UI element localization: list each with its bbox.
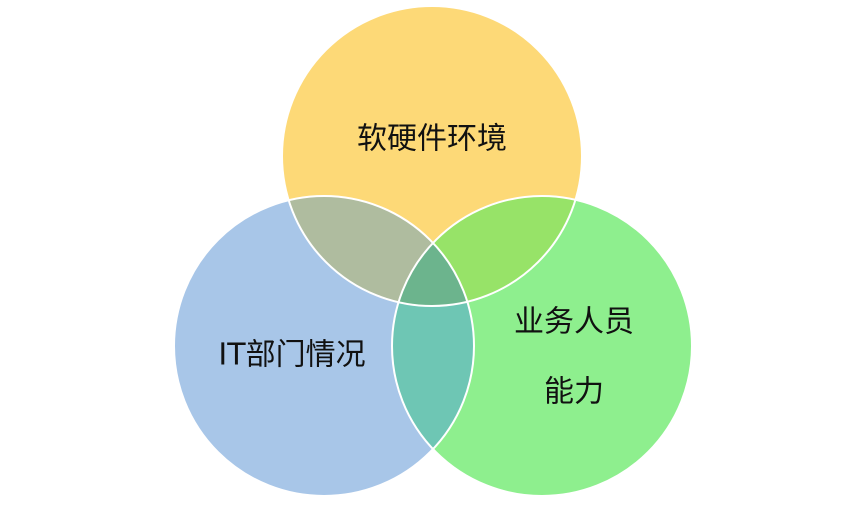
overlap-top-left <box>282 196 474 306</box>
overlap-top-right <box>392 196 582 306</box>
overlap-top-left-group <box>282 196 474 306</box>
circle-outlines <box>173 5 693 497</box>
label-right-line1: 业务人员 <box>514 305 634 340</box>
outline-left <box>173 195 475 497</box>
overlap-top-right-group <box>392 196 582 306</box>
label-right-line2: 能力 <box>544 375 604 410</box>
label-left: IT部门情况 <box>218 338 365 373</box>
outline-right <box>391 195 693 497</box>
label-top: 软硬件环境 <box>357 122 507 157</box>
outline-top <box>281 5 583 307</box>
